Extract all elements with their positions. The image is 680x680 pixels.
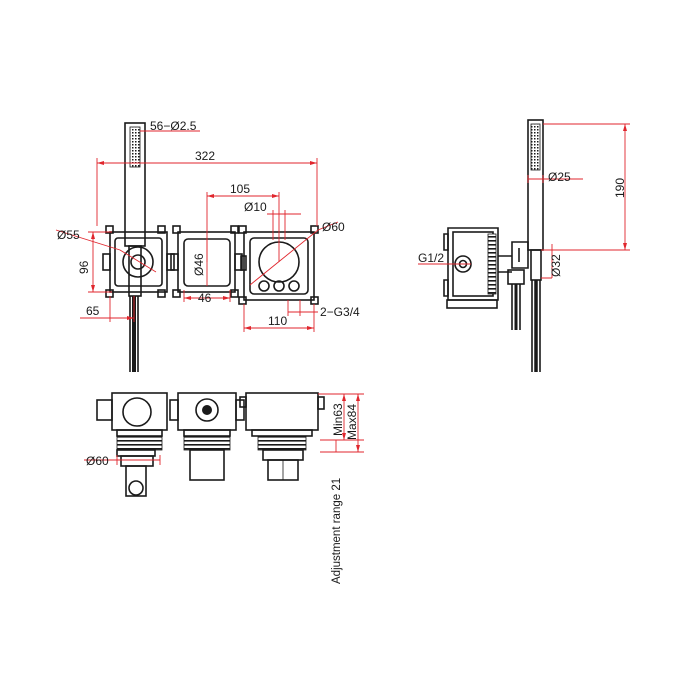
label-adjustment-range: Adjustment range 21 — [331, 478, 343, 584]
label-outlet-dia: Ø10 — [244, 200, 267, 214]
top-labels: Ø60 Min63 Max84 Adjustment range 21 — [86, 403, 359, 584]
label-valve-width: 46 — [198, 291, 212, 305]
label-hand-shower: 56−Ø2.5 — [150, 119, 197, 133]
top-dimensions — [84, 393, 364, 465]
label-min-depth: Min63 — [331, 403, 345, 436]
front-dimensions — [55, 130, 339, 332]
label-center-spacing: 105 — [230, 182, 250, 196]
label-side-rod-dia: Ø25 — [548, 170, 571, 184]
label-bottom-dia: Ø60 — [86, 454, 109, 468]
middle-box — [170, 225, 243, 298]
label-overall-width: 322 — [195, 149, 215, 163]
front-view: 56−Ø2.5 322 105 Ø10 Ø55 96 Ø46 46 65 Ø60… — [55, 119, 360, 372]
side-view: Ø25 190 G1/2 Ø32 — [418, 119, 630, 372]
label-thread-spec: 2−G3/4 — [320, 305, 360, 319]
top-view: Ø60 Min63 Max84 Adjustment range 21 — [84, 392, 364, 584]
side-labels: Ø25 190 G1/2 Ø32 — [418, 170, 627, 277]
label-max-depth: Max84 — [345, 404, 359, 440]
label-side-thread: G1/2 — [418, 251, 444, 265]
right-box — [238, 225, 319, 305]
front-labels: 56−Ø2.5 322 105 Ø10 Ø55 96 Ø46 46 65 Ø60… — [57, 119, 360, 328]
side-dimensions — [418, 123, 630, 279]
left-box — [102, 225, 175, 298]
label-round-dia-left: Ø55 — [57, 228, 80, 242]
label-left-offset: 65 — [86, 304, 100, 318]
label-box-height: 96 — [77, 260, 91, 274]
label-side-height: 190 — [613, 178, 627, 198]
label-right-width: 110 — [268, 314, 287, 328]
label-right-dia: Ø60 — [322, 220, 345, 234]
label-side-hose-dia: Ø32 — [549, 254, 563, 277]
label-valve-dia: Ø46 — [192, 253, 206, 276]
